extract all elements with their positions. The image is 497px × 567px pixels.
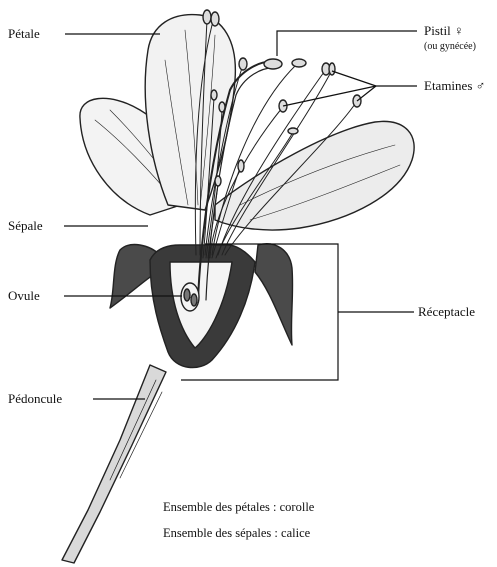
- stem: [62, 365, 166, 563]
- leader-etamines-3: [283, 86, 376, 106]
- pistil-stigma: [264, 59, 282, 69]
- label-pedoncule: Pédoncule: [8, 392, 62, 405]
- label-receptacle: Réceptacle: [418, 305, 475, 318]
- caption-corolle: Ensemble des pétales : corolle: [163, 501, 314, 514]
- caption-calice: Ensemble des sépales : calice: [163, 527, 310, 540]
- leader-etamines-1: [332, 71, 376, 86]
- leader-pistil: [277, 31, 417, 56]
- label-sepale: Sépale: [8, 219, 43, 232]
- label-etamines: Etamines ♂: [424, 79, 485, 92]
- petal-right: [215, 121, 414, 230]
- label-petale: Pétale: [8, 27, 40, 40]
- sepal-right: [255, 244, 293, 345]
- label-pistil-note: (ou gynécée): [424, 42, 476, 52]
- label-ovule: Ovule: [8, 289, 40, 302]
- label-pistil: Pistil ♀: [424, 24, 464, 37]
